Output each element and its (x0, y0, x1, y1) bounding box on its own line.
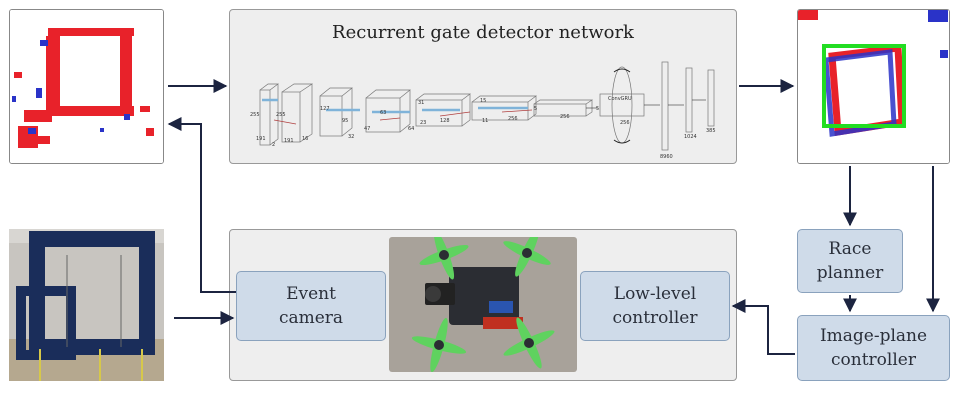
network-panel (229, 9, 737, 164)
network-layer-label: 31 (418, 100, 424, 106)
network-layer-label: 385 (706, 128, 716, 134)
drone-photo (389, 237, 577, 372)
image-plane-controller-box: Image-plane controller (797, 315, 950, 381)
network-layer-label: 128 (440, 118, 450, 124)
network-layer-label: 191 (284, 138, 294, 144)
network-layer-label: 127 (320, 106, 330, 112)
event-camera-box: Event camera (236, 271, 386, 341)
arrow-ipc-to-llc (731, 299, 795, 355)
low-level-controller-box: Low-level controller (580, 271, 730, 341)
network-layer-label: 64 (408, 126, 414, 132)
network-layer-label: 191 (256, 136, 266, 142)
network-layer-label: 256 (620, 120, 630, 126)
network-layer-label: 2 (272, 142, 275, 148)
network-layer-label: 256 (560, 114, 570, 120)
network-layer-label: 16 (302, 136, 308, 142)
network-layer-label: 23 (420, 120, 426, 126)
network-layer-label: 32 (348, 134, 354, 140)
network-architecture: 255 255 191 191 2 16 127 95 32 63 47 64 31 23 128 15 11 2… (250, 61, 716, 160)
network-layer-label: 5 (534, 106, 537, 112)
network-layer-label: 8960 (660, 154, 673, 160)
event-frame-image (9, 9, 164, 164)
network-layer-label: 95 (342, 118, 348, 124)
network-layer-label: 47 (364, 126, 370, 132)
network-layer-label: 15 (480, 98, 486, 104)
network-layer-label: 255 (276, 112, 286, 118)
network-layer-label: 11 (482, 118, 488, 124)
network-layer-label: 63 (380, 110, 386, 116)
network-layer-label: 1024 (684, 134, 697, 140)
network-layer-label: 255 (250, 112, 260, 118)
arrow-camera-to-frame (167, 117, 236, 293)
network-layer-label: 5 (596, 106, 599, 112)
network-layer-label: 256 (508, 116, 518, 122)
detection-output-image (797, 9, 950, 164)
race-planner-box: Race planner (797, 229, 903, 293)
gate-photo (9, 229, 164, 381)
network-layer-label: ConvGRU (608, 96, 632, 102)
network-title: Recurrent gate detector network (332, 22, 634, 43)
